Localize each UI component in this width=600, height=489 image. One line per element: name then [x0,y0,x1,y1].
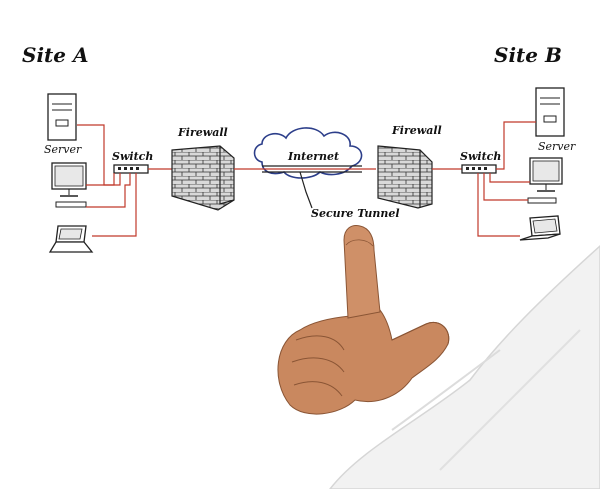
site-b-server-label: Server [538,140,576,153]
site-a-server-icon [47,93,77,141]
site-a-laptop-icon [48,225,94,253]
site-b-firewall-icon [377,145,433,209]
site-a-switch-label: Switch [112,150,153,163]
site-a-desktop-icon [51,162,87,208]
secure-tunnel [262,165,376,209]
site-b-switch-label: Switch [460,150,501,163]
secure-tunnel-label: Secure Tunnel [311,207,400,220]
internet-label: Internet [287,150,339,163]
site-a-firewall-icon [171,145,235,211]
site-b-switch-icon [461,164,497,174]
site-a-firewall-label: Firewall [177,126,228,139]
site-b-links [477,121,536,237]
site-a-links [77,124,172,237]
site-b-firewall-label: Firewall [391,124,442,137]
site-b-server-icon [535,87,565,137]
site-b-desktop-icon [527,157,563,204]
site-b-laptop-icon [519,215,561,241]
site-a-title: Site A [22,43,88,67]
pointing-hand-image [277,225,600,489]
site-a-server-label: Server [44,143,82,156]
site-b-title: Site B [494,43,562,67]
site-a-switch-icon [113,164,149,174]
